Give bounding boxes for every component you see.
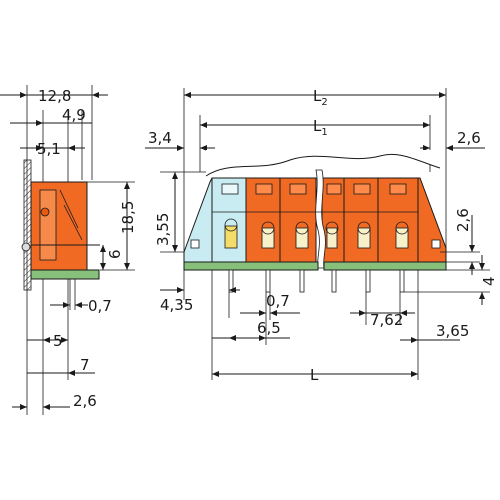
dim-0-7-side: 0,7 xyxy=(88,297,112,315)
dim-3-4: 3,4 xyxy=(148,129,172,147)
dim-18-5: 18,5 xyxy=(119,201,137,234)
dim-5-1: 5,1 xyxy=(37,140,61,158)
dim-5: 5 xyxy=(53,332,63,350)
dim-L: L xyxy=(310,366,319,384)
side-housing xyxy=(30,181,88,271)
pcb-left xyxy=(183,261,319,271)
dim-2-6-right: 2,6 xyxy=(454,208,472,232)
dim-L2: L2 xyxy=(313,87,328,108)
dim-L1: L1 xyxy=(313,117,328,138)
left-end-plate xyxy=(183,177,213,263)
dim-4-35: 4,35 xyxy=(160,296,193,314)
mounting-plate xyxy=(23,159,32,291)
pcb-right xyxy=(323,261,447,271)
side-pcb xyxy=(30,269,100,280)
dim-7-62: 7,62 xyxy=(370,311,403,329)
dim-7: 7 xyxy=(80,356,90,374)
dim-3-55: 3,55 xyxy=(154,213,172,246)
dim-4-9: 4,9 xyxy=(62,106,86,124)
dim-12-8: 12,8 xyxy=(38,87,71,105)
dim-6-5: 6,5 xyxy=(257,319,281,337)
dim-0-7-front: 0,7 xyxy=(266,292,290,310)
dim-3-65: 3,65 xyxy=(436,322,469,340)
right-end-plate xyxy=(417,177,447,263)
dim-6: 6 xyxy=(106,249,124,259)
front-view: L2 L1 3,4 2,6 3,55 xyxy=(145,87,498,384)
dim-2-6-top: 2,6 xyxy=(457,129,481,147)
side-view: 12,8 4,9 5,1 18,5 6 0,7 xyxy=(0,85,137,415)
dim-2-6-side: 2,6 xyxy=(73,392,97,410)
dim-4: 4 xyxy=(480,276,498,286)
